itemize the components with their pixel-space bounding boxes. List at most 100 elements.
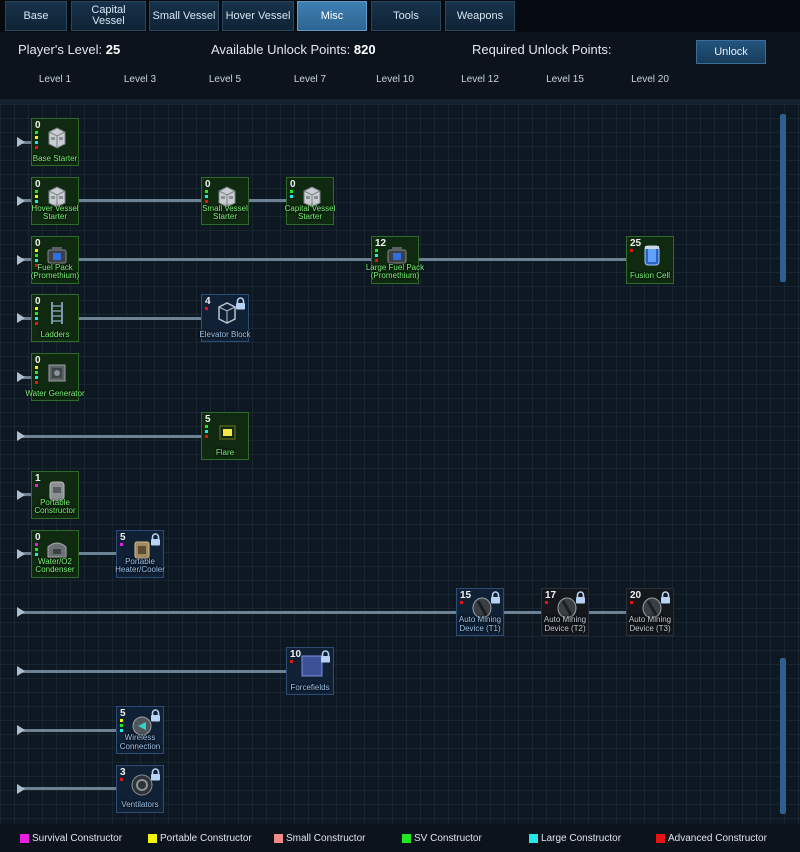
row-arrow-icon bbox=[17, 725, 25, 735]
unlock-cost: 0 bbox=[290, 178, 296, 190]
row-arrow-icon bbox=[17, 489, 25, 500]
vertical-scrollbar[interactable] bbox=[780, 114, 786, 814]
unlock-cost: 4 bbox=[205, 296, 211, 308]
legend-swatch bbox=[402, 834, 411, 843]
row-connector-line bbox=[18, 434, 225, 438]
row-connector-line bbox=[18, 728, 140, 732]
constructor-indicators bbox=[630, 248, 633, 254]
constructor-dot-survival bbox=[120, 542, 123, 546]
legend-item-advanced: Advanced Constructor bbox=[656, 833, 767, 844]
constructor-indicators bbox=[120, 777, 123, 783]
player-level-value: 25 bbox=[105, 42, 121, 57]
tech-node-label: Large Fuel Pack (Promethium) bbox=[365, 262, 425, 281]
row-connector-line bbox=[18, 669, 310, 673]
constructor-indicators bbox=[35, 483, 38, 489]
unlock-cost: 17 bbox=[545, 590, 557, 602]
legend-label: SV Constructor bbox=[414, 833, 482, 844]
auto-mining-device-icon bbox=[639, 595, 665, 624]
tab-tools[interactable]: Tools bbox=[371, 1, 441, 31]
tech-node-label: Hover Vessel Starter bbox=[31, 203, 79, 222]
unlock-cost: 0 bbox=[205, 178, 211, 190]
row-arrow-icon bbox=[17, 137, 25, 147]
constructor-indicators bbox=[205, 425, 208, 440]
water-generator-icon bbox=[44, 360, 70, 389]
constructor-dot-large bbox=[35, 552, 38, 556]
level-column-6: Level 12 bbox=[461, 74, 499, 85]
tech-node-label: Wireless Connection bbox=[119, 733, 161, 751]
tab-misc[interactable]: Misc bbox=[297, 1, 367, 31]
tech-node-label: Capital Vessel Starter bbox=[284, 203, 336, 222]
level-column-1: Level 1 bbox=[38, 74, 72, 85]
legend-swatch bbox=[656, 834, 665, 843]
row-arrow-icon bbox=[17, 548, 25, 559]
tech-node-label: Base Starter bbox=[32, 153, 78, 163]
tech-node-label: Portable Constructor bbox=[34, 497, 76, 516]
constructor-dot-advanced bbox=[630, 248, 633, 252]
constructor-dot-advanced bbox=[120, 777, 123, 781]
legend-label: Survival Constructor bbox=[32, 833, 123, 844]
row-arrow-icon bbox=[17, 254, 25, 265]
lock-icon bbox=[490, 591, 501, 609]
constructor-dot-portable bbox=[35, 248, 38, 252]
legend-swatch bbox=[274, 834, 283, 843]
tech-node-label: Small Vessel Starter bbox=[202, 203, 248, 222]
forcefield-icon bbox=[299, 654, 325, 683]
tab-small-vessel[interactable]: Small Vessel bbox=[149, 1, 219, 31]
legend-swatch bbox=[529, 834, 538, 843]
constructor-dot-advanced bbox=[290, 660, 293, 664]
constructor-dot-advanced bbox=[375, 258, 378, 262]
lock-icon bbox=[660, 591, 671, 609]
constructor-dot-large bbox=[205, 194, 208, 198]
row-connector-line bbox=[18, 199, 310, 203]
heater-cooler-icon bbox=[129, 537, 155, 566]
tab-hover-vessel[interactable]: Hover Vessel bbox=[222, 1, 294, 31]
unlock-cost: 5 bbox=[205, 414, 211, 425]
unlock-cost: 12 bbox=[375, 237, 387, 249]
tab-base[interactable]: Base bbox=[5, 1, 67, 31]
constructor-dot-survival bbox=[35, 542, 38, 546]
constructor-indicators bbox=[35, 248, 38, 269]
available-points-value: 820 bbox=[353, 42, 376, 57]
tech-node-label: Elevator Block bbox=[199, 329, 251, 339]
unlock-cost: 25 bbox=[630, 237, 642, 249]
tab-capital-vessel[interactable]: Capital Vessel bbox=[71, 1, 146, 31]
row-arrow-icon bbox=[17, 783, 25, 794]
constructor-dot-portable bbox=[120, 719, 123, 722]
constructor-dot-portable bbox=[35, 194, 38, 198]
scrollbar-thumb-top[interactable] bbox=[780, 114, 786, 282]
constructor-indicators bbox=[375, 248, 378, 264]
constructor-indicators bbox=[460, 601, 463, 606]
constructor-dot-advanced bbox=[205, 199, 208, 203]
constructor-dot-sv bbox=[35, 131, 38, 134]
fuel-pack-icon bbox=[44, 243, 70, 272]
row-connector-line bbox=[18, 258, 650, 262]
level-column-7: Level 15 bbox=[546, 74, 584, 85]
scrollbar-thumb-bottom[interactable] bbox=[780, 658, 786, 814]
unlock-button[interactable]: Unlock bbox=[696, 40, 766, 64]
constructor-dot-sv bbox=[35, 547, 38, 551]
tab-weapons[interactable]: Weapons bbox=[445, 1, 515, 31]
constructor-indicators bbox=[35, 542, 38, 558]
constructor-dot-large bbox=[35, 199, 38, 203]
